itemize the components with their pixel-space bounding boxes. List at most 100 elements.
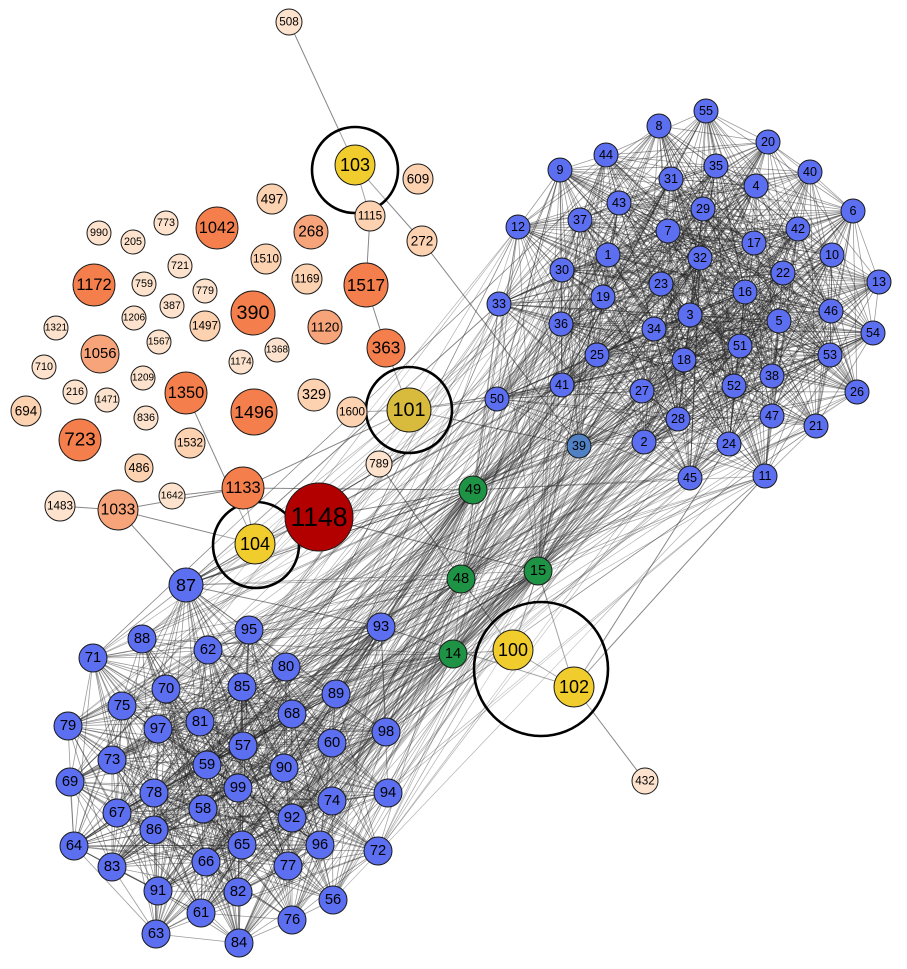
node-8[interactable]: 8 <box>646 113 672 139</box>
node-723[interactable]: 723 <box>58 418 102 462</box>
node-1120[interactable]: 1120 <box>307 309 343 345</box>
node-23[interactable]: 23 <box>648 271 674 297</box>
node-14[interactable]: 14 <box>438 639 468 669</box>
node-1471[interactable]: 1471 <box>94 387 120 413</box>
node-44[interactable]: 44 <box>593 142 619 168</box>
node-41[interactable]: 41 <box>549 372 575 398</box>
node-16[interactable]: 16 <box>732 279 758 305</box>
node-72[interactable]: 72 <box>363 836 393 866</box>
node-497[interactable]: 497 <box>256 183 288 215</box>
node-486[interactable]: 486 <box>124 453 154 483</box>
node-24[interactable]: 24 <box>716 431 742 457</box>
node-1133[interactable]: 1133 <box>221 466 265 510</box>
node-1350[interactable]: 1350 <box>164 371 208 415</box>
node-40[interactable]: 40 <box>797 159 823 185</box>
node-80[interactable]: 80 <box>271 652 301 682</box>
node-83[interactable]: 83 <box>97 852 127 882</box>
node-11[interactable]: 11 <box>752 463 778 489</box>
node-56[interactable]: 56 <box>318 885 348 915</box>
node-35[interactable]: 35 <box>703 153 729 179</box>
node-27[interactable]: 27 <box>629 378 655 404</box>
node-85[interactable]: 85 <box>227 672 257 702</box>
node-432[interactable]: 432 <box>631 767 659 795</box>
node-779[interactable]: 779 <box>192 278 218 304</box>
node-789[interactable]: 789 <box>365 450 393 478</box>
node-30[interactable]: 30 <box>549 257 575 283</box>
node-33[interactable]: 33 <box>486 291 512 317</box>
node-272[interactable]: 272 <box>406 225 438 257</box>
node-1172[interactable]: 1172 <box>72 263 116 307</box>
node-103[interactable]: 103 <box>334 144 376 186</box>
node-59[interactable]: 59 <box>192 750 222 780</box>
node-45[interactable]: 45 <box>677 465 703 491</box>
node-694[interactable]: 694 <box>10 395 42 427</box>
node-47[interactable]: 47 <box>759 403 785 429</box>
node-29[interactable]: 29 <box>690 196 716 222</box>
node-508[interactable]: 508 <box>275 8 303 36</box>
node-390[interactable]: 390 <box>230 290 276 336</box>
node-39[interactable]: 39 <box>566 433 592 459</box>
node-13[interactable]: 13 <box>866 269 892 295</box>
node-64[interactable]: 64 <box>59 831 89 861</box>
node-609[interactable]: 609 <box>402 163 434 195</box>
node-18[interactable]: 18 <box>671 347 697 373</box>
node-1517[interactable]: 1517 <box>343 262 389 308</box>
node-1174[interactable]: 1174 <box>228 349 254 375</box>
node-363[interactable]: 363 <box>366 328 406 368</box>
node-6[interactable]: 6 <box>840 198 866 224</box>
node-1169[interactable]: 1169 <box>291 263 323 295</box>
node-22[interactable]: 22 <box>770 260 796 286</box>
node-73[interactable]: 73 <box>97 745 127 775</box>
node-55[interactable]: 55 <box>693 98 719 124</box>
node-93[interactable]: 93 <box>366 612 396 642</box>
node-89[interactable]: 89 <box>321 679 351 709</box>
node-71[interactable]: 71 <box>78 643 108 673</box>
node-68[interactable]: 68 <box>277 699 307 729</box>
node-57[interactable]: 57 <box>228 731 258 761</box>
node-63[interactable]: 63 <box>141 919 171 949</box>
node-66[interactable]: 66 <box>191 847 221 877</box>
node-96[interactable]: 96 <box>305 830 335 860</box>
node-387[interactable]: 387 <box>159 293 185 319</box>
node-38[interactable]: 38 <box>759 363 785 389</box>
node-836[interactable]: 836 <box>133 405 159 431</box>
node-20[interactable]: 20 <box>755 129 781 155</box>
node-268[interactable]: 268 <box>293 214 329 250</box>
node-1209[interactable]: 1209 <box>130 365 156 391</box>
node-102[interactable]: 102 <box>553 666 595 708</box>
node-37[interactable]: 37 <box>567 207 593 233</box>
node-67[interactable]: 67 <box>102 798 132 828</box>
node-1042[interactable]: 1042 <box>195 206 239 250</box>
node-98[interactable]: 98 <box>371 717 401 747</box>
node-25[interactable]: 25 <box>584 342 610 368</box>
node-97[interactable]: 97 <box>143 714 173 744</box>
node-1510[interactable]: 1510 <box>250 243 282 275</box>
node-53[interactable]: 53 <box>817 342 843 368</box>
node-65[interactable]: 65 <box>227 830 257 860</box>
node-90[interactable]: 90 <box>269 753 299 783</box>
node-1148[interactable]: 1148 <box>284 482 354 552</box>
node-31[interactable]: 31 <box>658 166 684 192</box>
node-74[interactable]: 74 <box>317 786 347 816</box>
node-759[interactable]: 759 <box>131 271 157 297</box>
node-5[interactable]: 5 <box>766 308 792 334</box>
node-1368[interactable]: 1368 <box>264 337 290 363</box>
node-48[interactable]: 48 <box>446 564 476 594</box>
node-91[interactable]: 91 <box>143 876 173 906</box>
node-49[interactable]: 49 <box>458 475 488 505</box>
node-1056[interactable]: 1056 <box>80 334 120 374</box>
node-1567[interactable]: 1567 <box>146 329 172 355</box>
node-721[interactable]: 721 <box>167 253 193 279</box>
node-79[interactable]: 79 <box>53 711 83 741</box>
node-1642[interactable]: 1642 <box>158 482 186 510</box>
node-86[interactable]: 86 <box>139 815 169 845</box>
node-1496[interactable]: 1496 <box>230 388 278 436</box>
node-15[interactable]: 15 <box>523 556 553 586</box>
node-26[interactable]: 26 <box>844 379 870 405</box>
node-76[interactable]: 76 <box>277 905 307 935</box>
node-43[interactable]: 43 <box>606 190 632 216</box>
node-61[interactable]: 61 <box>186 898 216 928</box>
node-9[interactable]: 9 <box>547 157 573 183</box>
node-17[interactable]: 17 <box>741 230 767 256</box>
node-1483[interactable]: 1483 <box>44 490 76 522</box>
